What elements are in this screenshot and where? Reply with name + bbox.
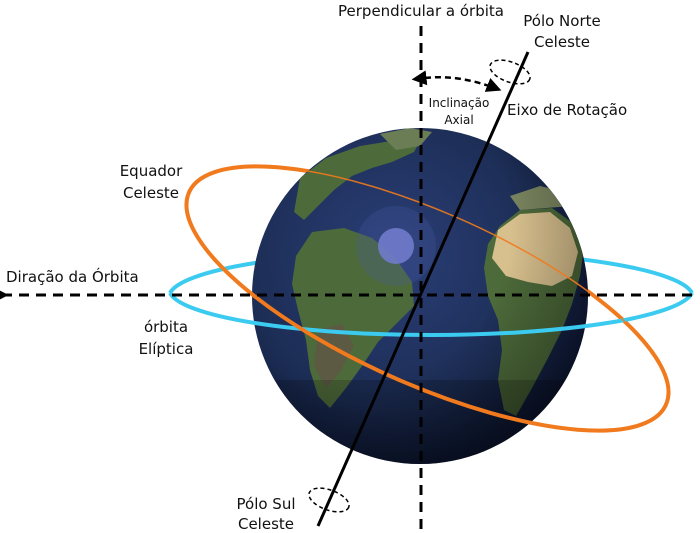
label-orbit-line1: órbita <box>144 318 188 336</box>
north-rotation-indicator <box>489 59 531 85</box>
label-south-pole-line2: Celeste <box>238 515 294 533</box>
celestial-equator-ellipse-front <box>184 194 669 433</box>
label-perpendicular: Perpendicular a órbita <box>338 2 504 20</box>
south-rotation-indicator <box>308 487 350 513</box>
label-orbit-direction: Diração da Órbita <box>6 267 139 286</box>
label-equator-line2: Celeste <box>123 184 179 202</box>
rotation-axis-line <box>316 51 530 527</box>
orbit-plane-ellipse-front <box>168 292 694 337</box>
label-north-pole-line1: Pólo Norte <box>523 12 600 30</box>
label-rotation-axis: Eixo de Rotação <box>507 101 627 119</box>
label-north-pole-line2: Celeste <box>534 33 590 51</box>
label-south-pole-line1: Pólo Sul <box>237 495 296 513</box>
label-orbit-line2: Elíptica <box>139 340 194 358</box>
label-tilt-line1: Inclinação <box>429 96 490 110</box>
axial-tilt-arc <box>411 70 502 92</box>
label-tilt-line2: Axial <box>444 113 473 127</box>
label-equator-line1: Equador <box>120 162 183 180</box>
